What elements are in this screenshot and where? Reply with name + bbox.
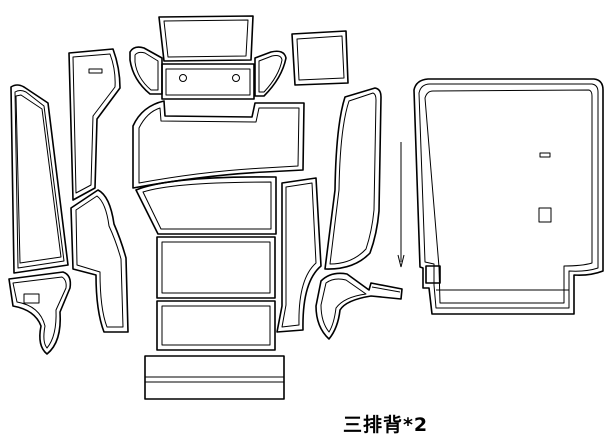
hole	[232, 74, 240, 82]
hole	[179, 74, 187, 82]
down-arrow-icon	[397, 142, 405, 268]
top-left-wing-panel	[129, 46, 163, 95]
top-center-panel	[158, 15, 254, 62]
cutout	[23, 293, 40, 304]
left-side-panel	[10, 84, 69, 274]
center-large-panel	[132, 100, 305, 189]
lower-rectangle-panel	[156, 300, 276, 351]
left-lower-panel	[8, 271, 72, 355]
slot	[539, 152, 551, 158]
bottom-strip-panel	[144, 355, 285, 400]
panel-caption: 三排背*2	[343, 414, 429, 436]
middle-rectangle-panel	[156, 236, 276, 299]
left-middle-curved-panel	[70, 189, 129, 333]
right-side-panel	[324, 87, 382, 270]
top-right-wing-panel	[254, 50, 287, 97]
console-panel-with-holes	[161, 63, 255, 100]
third-row-back-panel	[413, 78, 604, 315]
slot	[88, 68, 103, 74]
top-right-square-panel	[291, 30, 349, 86]
cutout	[538, 207, 552, 223]
right-middle-tall-panel	[276, 177, 322, 333]
right-lower-panel	[315, 272, 403, 340]
corner-tab	[425, 265, 441, 284]
middle-trapezoid-panel	[135, 176, 277, 235]
left-upper-slanted-panel	[68, 48, 121, 201]
